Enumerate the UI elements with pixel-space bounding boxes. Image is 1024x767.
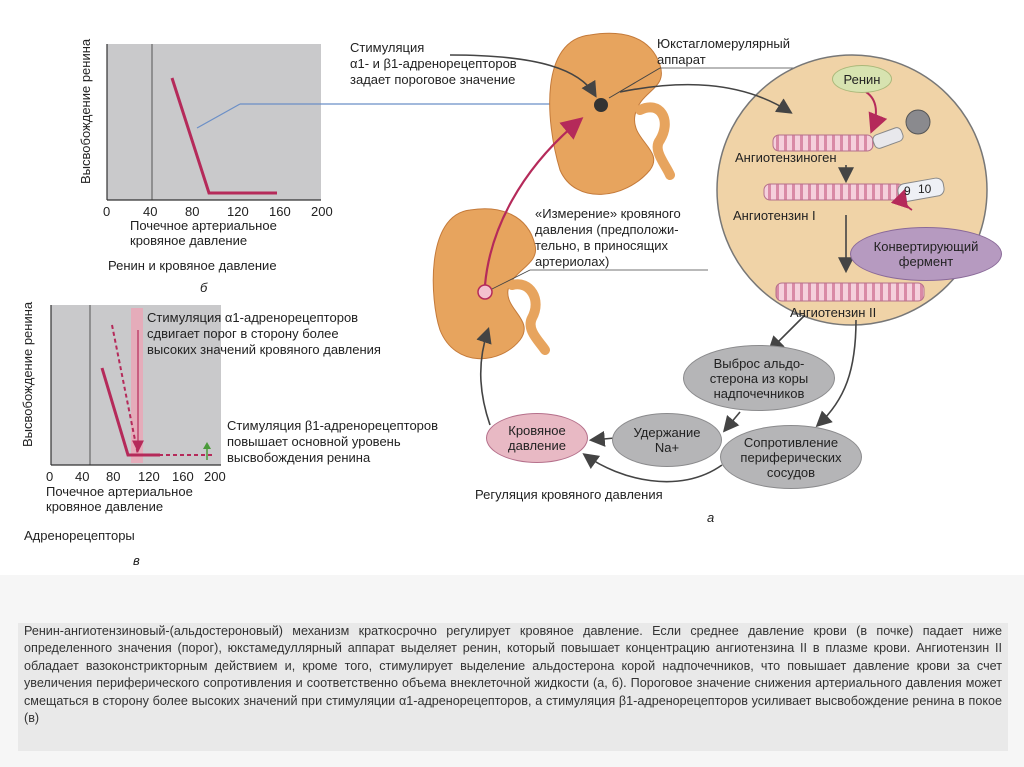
residue-10: 10 xyxy=(918,182,932,196)
angiotensinogen-coil xyxy=(772,134,874,152)
cleaved-part-ball xyxy=(905,109,931,135)
regulation-label: Регуляция кровяного давления xyxy=(475,487,663,502)
bottom-chart-subtitle: Адренорецепторы xyxy=(24,528,135,543)
alpha-note-1: Стимуляция α1-адренорецепторов xyxy=(147,310,359,325)
top-chart-xtick-2: 80 xyxy=(185,204,200,219)
angiotensin1-coil xyxy=(763,183,905,201)
bottom-chart-alpha-curve xyxy=(111,324,139,456)
figure-caption: Ренин-ангиотензиновый-(альдостероновый) … xyxy=(18,623,1008,751)
green-up-arrow-icon xyxy=(203,442,211,449)
angiotensin1-label: Ангиотензин I xyxy=(733,208,816,223)
jga-label-2: аппарат xyxy=(657,52,706,67)
alpha-note-3: высоких значений кровяного давления xyxy=(147,342,381,357)
top-chart-xtick-3: 120 xyxy=(227,204,249,219)
renin-pill: Ренин xyxy=(832,65,892,93)
top-chart-xlabel-2: кровяное давление xyxy=(130,233,248,248)
alpha-note-2: сдвигает порог в сторону более xyxy=(147,326,339,341)
signal-arrow xyxy=(483,117,584,286)
beta-note-3: высвобождения ренина xyxy=(227,450,371,465)
bottom-chart-ylabel: Высвобождение ренина xyxy=(20,301,35,447)
top-chart-xtick-0: 0 xyxy=(103,204,111,219)
bottom-chart-letter: в xyxy=(133,553,140,568)
bottom-chart-xtick-2: 80 xyxy=(106,469,121,484)
caption-text: Ренин-ангиотензиновый-(альдостероновый) … xyxy=(24,624,1002,726)
bottom-chart-xtick-0: 0 xyxy=(46,469,54,484)
top-chart-curve xyxy=(170,77,277,195)
beta-note-2: повышает основной уровень xyxy=(227,434,401,449)
jga-dot xyxy=(594,98,608,112)
top-chart-xtick-1: 40 xyxy=(143,204,158,219)
top-chart-ylabel: Высвобождение ренина xyxy=(78,38,93,184)
bottom-chart-xtick-1: 40 xyxy=(75,469,90,484)
angiotensinogen-label: Ангиотензиноген xyxy=(735,150,837,165)
top-chart xyxy=(106,44,575,201)
bottom-chart-xlabel-2: кровяное давление xyxy=(46,499,164,514)
stim-label-3: задает пороговое значение xyxy=(350,72,516,87)
bottom-chart-xtick-4: 160 xyxy=(172,469,194,484)
top-chart-xlabel-1: Почечное артериальное xyxy=(130,218,277,233)
measure-label-4: артериолах) xyxy=(535,254,610,269)
top-chart-xtick-4: 160 xyxy=(269,204,291,219)
kidney-bottom xyxy=(432,208,550,360)
measure-label-2: давления (предположи- xyxy=(535,222,679,237)
bottom-chart-base-curve xyxy=(100,367,160,457)
bottom-chart xyxy=(50,305,221,466)
residue-9: 9 xyxy=(904,184,911,198)
top-chart-plot-area xyxy=(107,44,321,200)
angiotensin2-label: Ангиотензин II xyxy=(790,305,877,320)
top-chart-xtick-5: 200 xyxy=(311,204,333,219)
diagram-letter: а xyxy=(707,510,715,525)
measure-label-1: «Измерение» кровяного xyxy=(535,206,681,221)
measure-label-3: тельно, в приносящих xyxy=(535,238,669,253)
stim-label-1: Стимуляция xyxy=(350,40,425,55)
measure-point xyxy=(477,284,493,300)
beta-note-1: Стимуляция β1-адренорецепторов xyxy=(227,418,439,433)
angiotensin2-coil xyxy=(775,282,925,302)
bottom-chart-xtick-3: 120 xyxy=(138,469,160,484)
diagram-artwork xyxy=(50,32,988,483)
kidney-top xyxy=(549,32,675,195)
top-chart-subtitle: Ренин и кровяное давление xyxy=(108,258,277,273)
bottom-chart-xlabel-1: Почечное артериальное xyxy=(46,484,193,499)
stim-label-2: α1- и β1-адренорецепторов xyxy=(350,56,517,71)
bottom-chart-xtick-5: 200 xyxy=(204,469,226,484)
top-chart-letter: б xyxy=(200,280,208,295)
jga-label-1: Юкстагломерулярный xyxy=(657,36,791,51)
